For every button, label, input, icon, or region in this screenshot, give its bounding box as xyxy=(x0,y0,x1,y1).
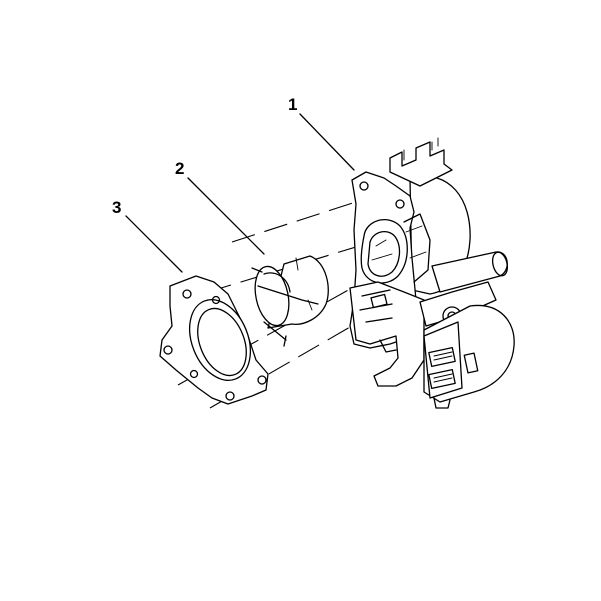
callout-2: 2 xyxy=(175,159,184,178)
leader-lines xyxy=(125,113,355,273)
part-1-housing xyxy=(349,137,515,409)
callout-labels: 1 2 3 xyxy=(112,95,297,217)
part-3-gasket xyxy=(159,275,269,405)
callout-1: 1 xyxy=(288,95,297,114)
part-2-sleeve xyxy=(251,255,329,347)
callout-3: 3 xyxy=(112,198,121,217)
